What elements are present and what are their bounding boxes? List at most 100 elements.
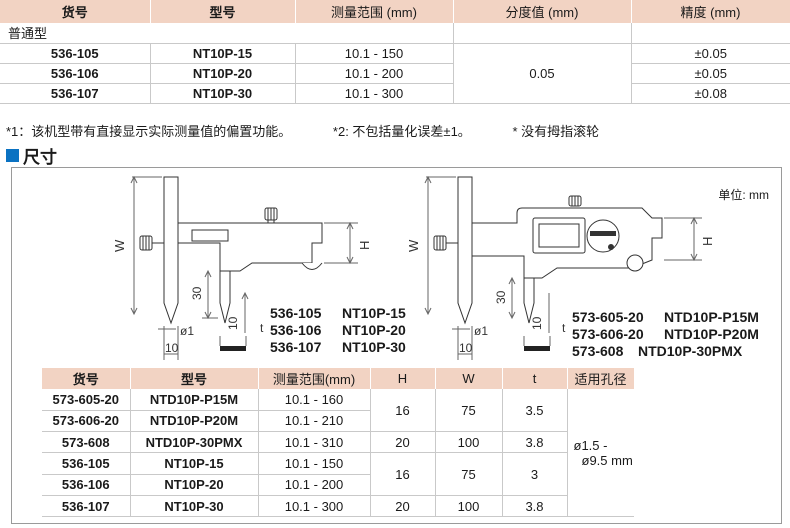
section-title: 尺寸	[23, 148, 57, 167]
dim-header-range: 测量范围(mm)	[258, 368, 371, 389]
spec-header-graduation: 分度值 (mm)	[453, 0, 632, 23]
dim-header-t: t	[502, 368, 568, 389]
dim-range: 10.1 - 160	[258, 389, 371, 411]
dim-w: 100	[435, 495, 503, 518]
dim-header-w: W	[435, 368, 503, 389]
spec-range: 10.1 - 200	[295, 63, 454, 84]
dim-header-bore: 适用孔径	[567, 368, 635, 389]
footnotes: *1：该机型带有直接显示实际测量值的偏置功能。 *2: 不包括量化误差±1。 *…	[6, 121, 637, 140]
label-30-left: 30	[190, 286, 204, 300]
dim-model: NTD10P-P15M	[130, 389, 259, 411]
spec-header-model: 型号	[150, 0, 296, 23]
spec-group-row: 普通型	[0, 23, 790, 44]
dim-model: NT10P-15	[130, 452, 259, 475]
table-row: 573-606-20 NTD10P-P20M 10.1 - 210	[42, 410, 634, 433]
dim-range: 10.1 - 300	[258, 495, 371, 518]
table-row: 536-106 NT10P-20 10.1 - 200	[42, 474, 634, 496]
dim-model: NT10P-30	[130, 495, 259, 518]
dim-model: NTD10P-P20M	[130, 410, 259, 433]
spec-graduation: 0.05	[453, 43, 632, 104]
dim-code: 573-606-20	[42, 410, 131, 433]
dim-code: 573-605-20	[42, 389, 131, 411]
dim-range: 10.1 - 150	[258, 452, 371, 475]
dim-code: 536-106	[42, 474, 131, 496]
label-10-jaw-right: 10	[530, 316, 544, 330]
footnote-1: *1：该机型带有直接显示实际测量值的偏置功能。	[6, 124, 292, 139]
dim-model: NT10P-20	[130, 474, 259, 496]
dim-h: 16	[370, 389, 436, 433]
spec-header-accuracy: 精度 (mm)	[631, 0, 790, 23]
dim-t: 3.8	[502, 431, 568, 454]
label-t-left: t	[260, 321, 264, 335]
caliper-drawings: W H 30 ø1 10 10 t	[112, 175, 715, 360]
spec-range: 10.1 - 300	[295, 83, 454, 104]
table-row: 536-107 NT10P-30 10.1 - 300 20 100 3.8	[42, 495, 634, 518]
table-row: 536-107 NT10P-30 10.1 - 300 ±0.08	[0, 83, 790, 104]
label-h-left: H	[357, 241, 372, 250]
dim-h: 20	[370, 431, 436, 454]
dim-range: 10.1 - 210	[258, 410, 371, 433]
label-h-right: H	[700, 237, 715, 246]
table-row: 573-608 NTD10P-30PMX 10.1 - 310 20 100 3…	[42, 431, 634, 454]
footnote-3: * 没有拇指滚轮	[512, 124, 600, 139]
spec-code: 536-106	[0, 63, 151, 84]
dim-range: 10.1 - 310	[258, 431, 371, 454]
dim-t: 3.5	[502, 389, 568, 433]
label-10-width-left: 10	[165, 341, 179, 355]
spec-model: NT10P-15	[150, 43, 296, 64]
label-dia-left: ø1	[180, 324, 194, 338]
dim-w: 100	[435, 431, 503, 454]
blue-square-icon	[6, 149, 19, 162]
spec-model: NT10P-30	[150, 83, 296, 104]
dim-w: 75	[435, 389, 503, 433]
dim-h: 20	[370, 495, 436, 518]
spec-header-code: 货号	[0, 0, 151, 23]
table-row: 573-605-20 NTD10P-P15M 10.1 - 160 16 75 …	[42, 389, 634, 518]
spec-header-range: 测量范围 (mm)	[295, 0, 454, 23]
dimension-panel: 单位: mm	[11, 167, 782, 524]
dim-bore-line2: ø9.5 mm	[581, 452, 633, 468]
label-10-width-right: 10	[459, 341, 473, 355]
spec-code: 536-105	[0, 43, 151, 64]
label-w-right: W	[406, 239, 421, 252]
caliper-right-drawing: W H 30 ø1 10 10 t	[406, 175, 715, 360]
label-10-jaw-left: 10	[226, 316, 240, 330]
spec-header-row: 货号 型号 测量范围 (mm) 分度值 (mm) 精度 (mm)	[0, 0, 790, 23]
label-dia-right: ø1	[474, 324, 488, 338]
spec-group-label: 普通型	[0, 23, 150, 44]
spec-code: 536-107	[0, 83, 151, 104]
unit-label: 单位: mm	[718, 188, 769, 202]
spec-range: 10.1 - 150	[295, 43, 454, 64]
dim-bore-line1: ø1.5 -	[573, 437, 608, 453]
dim-t: 3.8	[502, 495, 568, 518]
spec-model: NT10P-20	[150, 63, 296, 84]
dim-code: 536-107	[42, 495, 131, 518]
label-t-right: t	[562, 321, 566, 335]
table-row: 536-105 NT10P-15 10.1 - 150 0.05 ±0.05	[0, 43, 790, 104]
spec-accuracy: ±0.05	[631, 43, 790, 64]
dim-header-row: 货号 型号 测量范围(mm) H W t 适用孔径	[42, 368, 635, 389]
spec-accuracy: ±0.05	[631, 63, 790, 84]
spec-accuracy: ±0.08	[631, 83, 790, 104]
dim-header-code: 货号	[42, 368, 131, 389]
dimension-table: 货号 型号 测量范围(mm) H W t 适用孔径 573-605-20 NTD…	[42, 368, 635, 518]
footnote-2: *2: 不包括量化误差±1。	[332, 124, 471, 139]
table-row: 536-106 NT10P-20 10.1 - 200 ±0.05	[0, 63, 790, 84]
label-w-left: W	[112, 239, 127, 252]
dim-header-h: H	[370, 368, 436, 389]
dim-range: 10.1 - 200	[258, 474, 371, 496]
dim-header-model: 型号	[130, 368, 259, 389]
label-30-right: 30	[494, 290, 508, 304]
dim-code: 573-608	[42, 431, 131, 454]
dim-w: 75	[435, 452, 503, 496]
caliper-left-drawing: W H 30 ø1 10 10 t	[112, 175, 372, 360]
dim-code: 536-105	[42, 452, 131, 475]
dim-h: 16	[370, 452, 436, 496]
